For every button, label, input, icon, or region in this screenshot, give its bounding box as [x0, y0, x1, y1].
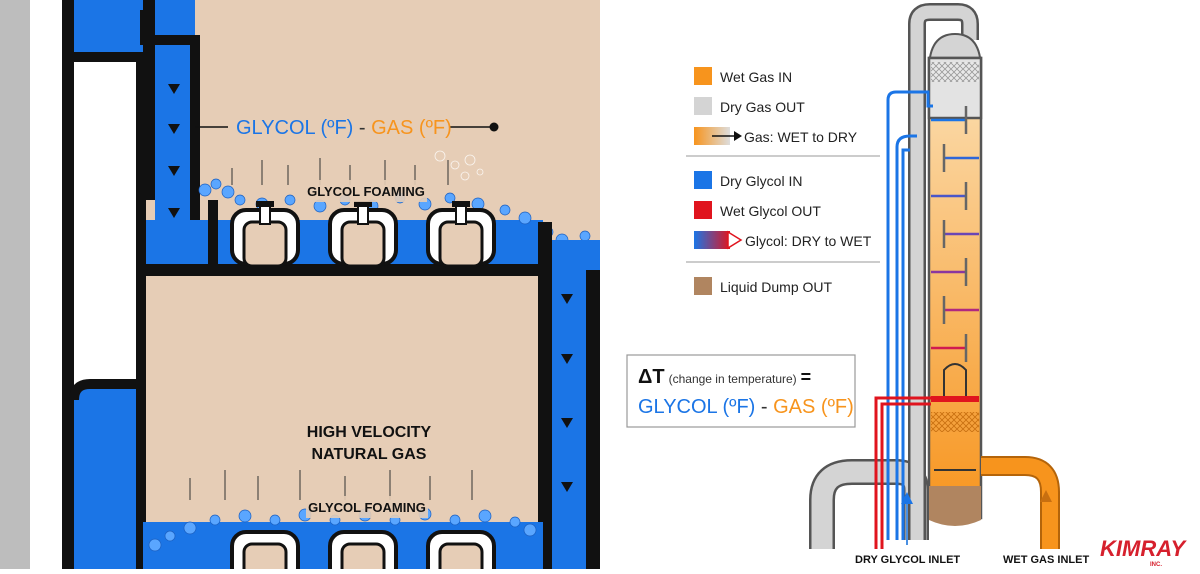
tower-trays [931, 106, 979, 362]
callout-dot [489, 122, 499, 132]
legend-swatch-glycol-arrow [694, 231, 730, 249]
tower-shell [927, 56, 983, 520]
downcomer-wall-right [538, 222, 552, 569]
contactor-tower [809, 2, 1060, 549]
legend: Wet Gas IN Dry Gas OUT Gas: WET to DRY D… [686, 67, 880, 295]
formula-line2: GLYCOL (ºF) - GAS (ºF) [638, 396, 854, 418]
mist-eliminator [931, 62, 979, 82]
formula-line1: ΔT(change in temperature)= [638, 366, 811, 388]
legend-label-dry-gas: Dry Gas OUT [720, 99, 805, 115]
callout-text: GLYCOL (ºF) - GAS (ºF) [236, 117, 452, 139]
velocity-label-line1: HIGH VELOCITY [307, 424, 432, 441]
legend-label-glycol-arrow: Glycol: DRY to WET [745, 233, 872, 249]
dry-glycol-line [886, 90, 933, 540]
downflow-arrows-upper [168, 84, 180, 218]
legend-swatch-wet-gas [694, 67, 712, 85]
brand-name: KIMRAY [1100, 536, 1187, 561]
legend-swatch-dry-gas [694, 97, 712, 115]
brand-sub: INC. [1150, 562, 1162, 568]
tank-interior [143, 0, 600, 569]
legend-label-dry-glycol: Dry Glycol IN [720, 173, 802, 189]
legend-swatch-wet-glycol [694, 201, 712, 219]
liquid-dump-section [929, 486, 981, 526]
legend-swatch-dry-glycol [694, 171, 712, 189]
foam-label-upper: GLYCOL FOAMING [307, 184, 425, 199]
dry-glycol-flow-arrow [901, 492, 913, 504]
chimney-tray [931, 396, 979, 402]
formula-box: ΔT(change in temperature)= GLYCOL (ºF) -… [626, 354, 856, 428]
wet-gas-flow-arrow [1040, 490, 1052, 502]
wet-gas-inlet-label: WET GAS INLET [1003, 554, 1089, 566]
bubble-caps-lower [230, 530, 496, 569]
dry-glycol-inlet-label: DRY GLYCOL INLET [855, 554, 960, 566]
wet-glycol-line [880, 402, 931, 549]
downflow-arrows-right [561, 294, 573, 492]
foam-label-lower: GLYCOL FOAMING [308, 500, 426, 515]
tray-closeup: GLYCOL FOAMING HIGH VELOCITY NATURAL GAS [0, 0, 600, 569]
legend-label-wet-gas: Wet Gas IN [720, 69, 792, 85]
legend-label-gas-arrow: Gas: WET to DRY [744, 129, 858, 145]
left-wall-inner [62, 0, 74, 569]
legend-label-wet-glycol: Wet Glycol OUT [720, 203, 821, 219]
bubble-caps-upper [230, 201, 496, 268]
outer-wall [0, 0, 30, 569]
gas-rise-arrows-lower [189, 470, 473, 500]
packing-section [931, 412, 979, 432]
legend-label-liquid-dump: Liquid Dump OUT [720, 279, 832, 295]
velocity-label-line2: NATURAL GAS [312, 446, 427, 463]
legend-swatch-liquid-dump [694, 277, 712, 295]
kimray-logo: KIMRAY INC. [1100, 536, 1187, 568]
